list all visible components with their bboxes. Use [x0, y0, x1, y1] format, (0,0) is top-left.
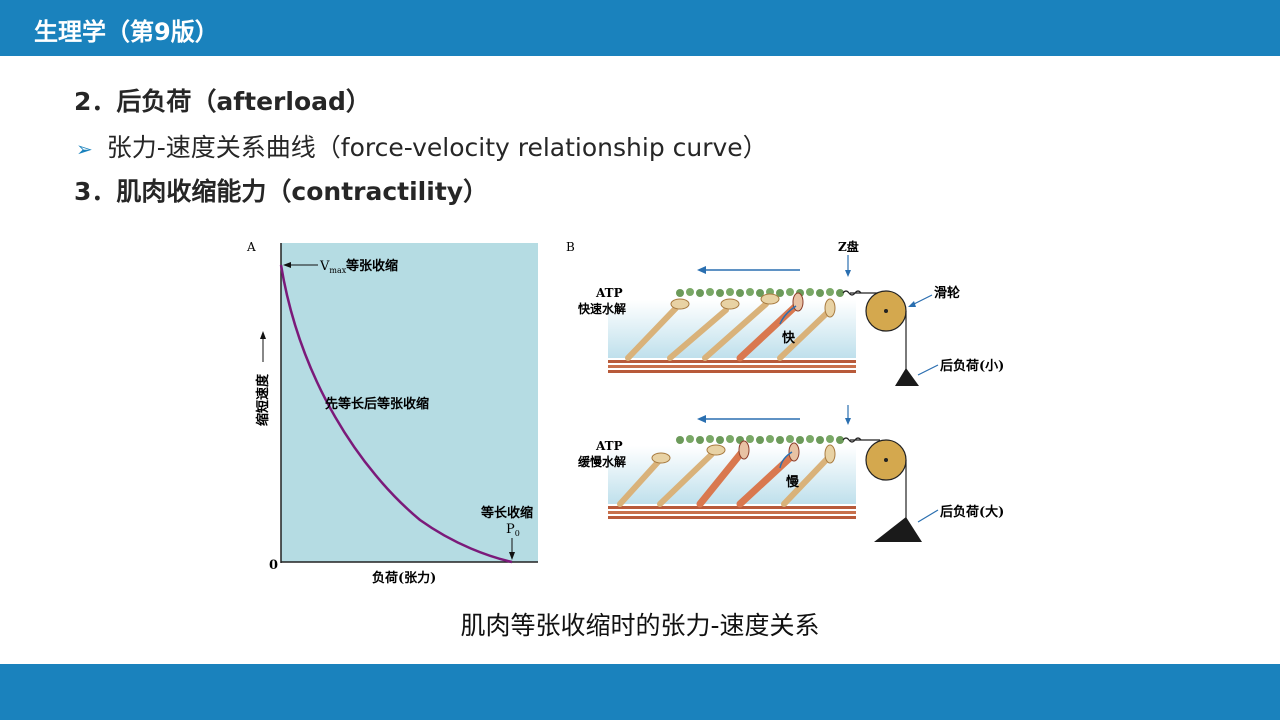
- atp-desc-bottom: 缓慢水解: [578, 454, 626, 469]
- thick-filament-top: [608, 360, 856, 373]
- z-disk-arrowhead-bottom: [845, 418, 851, 425]
- speed-label-fast: 快: [782, 330, 796, 346]
- pulley-arrow: [911, 294, 933, 306]
- load-weight-small: [895, 368, 919, 386]
- thick-filament-bottom: [608, 506, 856, 519]
- atp-label-bottom: ATP: [595, 439, 623, 453]
- y-axis-label: 缩短速度: [255, 373, 271, 426]
- isometric-label: 等长收缩: [480, 505, 533, 521]
- power-stroke-arrow-bottom: [779, 451, 793, 469]
- load-label-small: 后负荷(小): [940, 358, 1004, 374]
- panel-a-plot-area: [281, 243, 538, 562]
- z-disk-spring-bottom: [842, 437, 862, 443]
- movement-arrowhead-bottom: [697, 415, 706, 423]
- origin-label: 0: [269, 558, 278, 573]
- atp-desc-top: 快速水解: [578, 301, 626, 316]
- z-disk-spring-top: [842, 290, 862, 296]
- panel-b-label: B: [566, 240, 575, 254]
- x-axis-label: 负荷(张力): [372, 570, 436, 586]
- sarcomere-unit-fast: [608, 266, 919, 386]
- y-label-arrowhead: [260, 331, 266, 339]
- vmax-arrowhead: [283, 262, 291, 268]
- actin-filament-top: [676, 288, 844, 297]
- book-title: 生理学（第9版）: [34, 18, 219, 46]
- vmax-label: Vmax: [319, 259, 347, 275]
- speed-label-slow: 慢: [786, 474, 800, 490]
- top-banner: 生理学（第9版）: [0, 0, 1280, 56]
- figure-caption: 肌肉等张收缩时的张力-速度关系: [460, 611, 820, 640]
- vmax-note: 等张收缩: [345, 258, 398, 274]
- arrow-bullet-icon: ➢: [76, 137, 93, 161]
- p0-arrowhead: [509, 552, 515, 560]
- force-velocity-curve: [279, 264, 513, 564]
- bullet-force-velocity: ➢ 张力-速度关系曲线（force-velocity relationship c…: [76, 128, 768, 164]
- atp-label-top: ATP: [595, 286, 623, 300]
- z-disk-arrowhead: [845, 270, 851, 277]
- load-weight-large: [874, 517, 922, 542]
- bottom-banner: [0, 664, 1280, 720]
- myosin-heads-bottom: [617, 440, 836, 508]
- load-arrow-top: [917, 364, 939, 376]
- pulley-bottom-axle: [884, 458, 888, 462]
- pulley-arrowhead: [908, 301, 916, 307]
- bullet-text: 张力-速度关系曲线（force-velocity relationship cu…: [106, 133, 768, 162]
- actin-filament-bottom: [676, 435, 844, 444]
- heading-contractility: 3．肌肉收缩能力（contractility）: [74, 177, 489, 206]
- z-disk-label: Z盘: [838, 239, 859, 254]
- curve-label: 先等长后等张收缩: [325, 396, 429, 412]
- heading-afterload: 2．后负荷（afterload）: [74, 87, 371, 116]
- pulley-label: 滑轮: [934, 285, 960, 301]
- pulley-top-axle: [884, 309, 888, 313]
- fiber-background-top: [608, 300, 856, 358]
- power-stroke-arrow-top: [779, 305, 797, 325]
- load-arrow-bottom: [917, 509, 939, 523]
- p0-label: P0: [506, 522, 520, 538]
- sarcomere-unit-slow: [608, 405, 922, 542]
- panel-a-label: A: [246, 240, 256, 254]
- movement-arrowhead-top: [697, 266, 706, 274]
- load-label-large: 后负荷(大): [940, 504, 1004, 520]
